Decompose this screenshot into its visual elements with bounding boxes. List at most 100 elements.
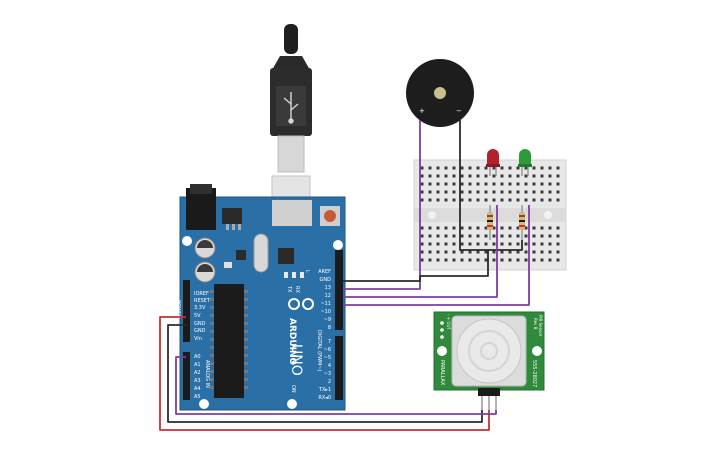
piezo-buzzer[interactable]: + − <box>406 59 474 127</box>
breadboard-hole <box>556 198 560 202</box>
breadboard-hole <box>460 190 464 194</box>
digital-pin-gnd: GND <box>320 277 332 283</box>
breadboard-hole <box>524 250 528 254</box>
breadboard-hole <box>452 182 456 186</box>
digital-pin-0: RX◂0 <box>318 395 331 401</box>
wire-gnd-bridge[interactable] <box>488 240 523 251</box>
digital-header-top <box>335 250 343 330</box>
breadboard-hole <box>476 226 480 230</box>
digital-pin-8: 8 <box>328 325 331 331</box>
breadboard-hole <box>476 242 480 246</box>
wire-pin13-buzzer[interactable] <box>343 120 421 290</box>
atmega-chip <box>214 284 244 398</box>
wire-gnd-pir[interactable] <box>167 324 483 423</box>
power-jack <box>186 188 216 230</box>
green-led[interactable] <box>518 149 532 176</box>
digital-pin-9: ~9 <box>324 317 331 323</box>
resistor-1[interactable] <box>487 205 493 240</box>
breadboard-hole <box>508 258 512 262</box>
breadboard-hole <box>452 250 456 254</box>
breadboard-hole <box>532 190 536 194</box>
breadboard-hole <box>444 174 448 178</box>
breadboard-hole <box>460 226 464 230</box>
breadboard-hole <box>500 226 504 230</box>
breadboard-hole <box>484 166 488 170</box>
breadboard-hole <box>476 182 480 186</box>
usb-cable[interactable] <box>270 24 312 217</box>
breadboard-hole <box>420 258 424 262</box>
power-pin-gnd: GND <box>194 321 206 327</box>
breadboard-hole <box>484 190 488 194</box>
breadboard-hole <box>556 250 560 254</box>
rx-label: RX <box>294 286 300 293</box>
breadboard-hole <box>452 198 456 202</box>
breadboard-hole <box>420 226 424 230</box>
breadboard-hole <box>492 190 496 194</box>
red-led[interactable] <box>486 149 500 176</box>
breadboard-hole <box>500 234 504 238</box>
breadboard-hole <box>428 258 432 262</box>
breadboard-hole <box>428 242 432 246</box>
breadboard-hole <box>460 250 464 254</box>
buzzer-center <box>434 87 446 99</box>
voltage-regulator <box>222 208 242 224</box>
wire-5v-pir[interactable] <box>159 316 490 431</box>
breadboard-hole <box>436 174 440 178</box>
breadboard-hole <box>540 174 544 178</box>
breadboard-hole <box>436 250 440 254</box>
wire-pin12-red-led[interactable] <box>343 205 498 298</box>
breadboard-hole <box>468 198 472 202</box>
breadboard-hole <box>452 166 456 170</box>
breadboard-hole <box>540 258 544 262</box>
power-pin-3v3: 3.3V <box>194 305 206 311</box>
breadboard-hole <box>484 242 488 246</box>
breadboard-hole <box>532 234 536 238</box>
analog-pin-a1: A1 <box>194 362 201 368</box>
pir-sensor[interactable]: PARALLAX 555-28027 PIR Sensor Rev B - + … <box>433 311 545 410</box>
breadboard-hole <box>492 250 496 254</box>
wire-gnd-buzzer[interactable] <box>343 120 489 282</box>
analog-pin-a2: A2 <box>194 370 201 376</box>
breadboard-hole <box>476 166 480 170</box>
breadboard-hole <box>548 258 552 262</box>
breadboard-hole <box>460 174 464 178</box>
breadboard-hole <box>508 234 512 238</box>
breadboard-hole <box>428 250 432 254</box>
arduino-uno-board[interactable]: TX RX L ARDUINO UNO ON IOREF RESET 3.3V … <box>175 184 346 411</box>
breadboard-hole <box>516 234 520 238</box>
breadboard-hole <box>420 198 424 202</box>
power-pin-ioref: IOREF <box>194 291 209 297</box>
resistor-2[interactable] <box>519 205 525 240</box>
breadboard-hole <box>516 198 520 202</box>
digital-pin-11: ~11 <box>320 301 331 307</box>
breadboard-hole <box>460 198 464 202</box>
breadboard-hole <box>540 198 544 202</box>
breadboard-hole <box>516 242 520 246</box>
pir-label-pins: - + OUT <box>446 314 451 330</box>
breadboard-hole <box>468 182 472 186</box>
breadboard-hole <box>436 242 440 246</box>
wire-signal-pir[interactable] <box>175 356 497 415</box>
arduino-model: UNO <box>288 344 304 376</box>
breadboard-hole <box>484 258 488 262</box>
wire-pin11-green-led[interactable] <box>343 205 530 306</box>
breadboard-hole <box>452 190 456 194</box>
breadboard-hole <box>468 166 472 170</box>
digital-pin-12: 12 <box>325 293 331 299</box>
breadboard-hole <box>460 242 464 246</box>
digital-pin-1: TX▸1 <box>318 387 331 393</box>
breadboard-hole <box>468 258 472 262</box>
breadboard-hole <box>452 174 456 178</box>
breadboard-hole <box>500 258 504 262</box>
breadboard-hole <box>436 190 440 194</box>
breadboard-hole <box>420 166 424 170</box>
arduino-brand: ARDUINO <box>287 318 297 366</box>
breadboard-hole <box>436 166 440 170</box>
breadboard-hole <box>460 166 464 170</box>
breadboard-hole <box>420 190 424 194</box>
power-pin-vin: Vin <box>194 336 202 342</box>
breadboard-hole <box>516 174 520 178</box>
breadboard-hole <box>468 242 472 246</box>
breadboard-hole <box>444 166 448 170</box>
breadboard-hole <box>436 258 440 262</box>
